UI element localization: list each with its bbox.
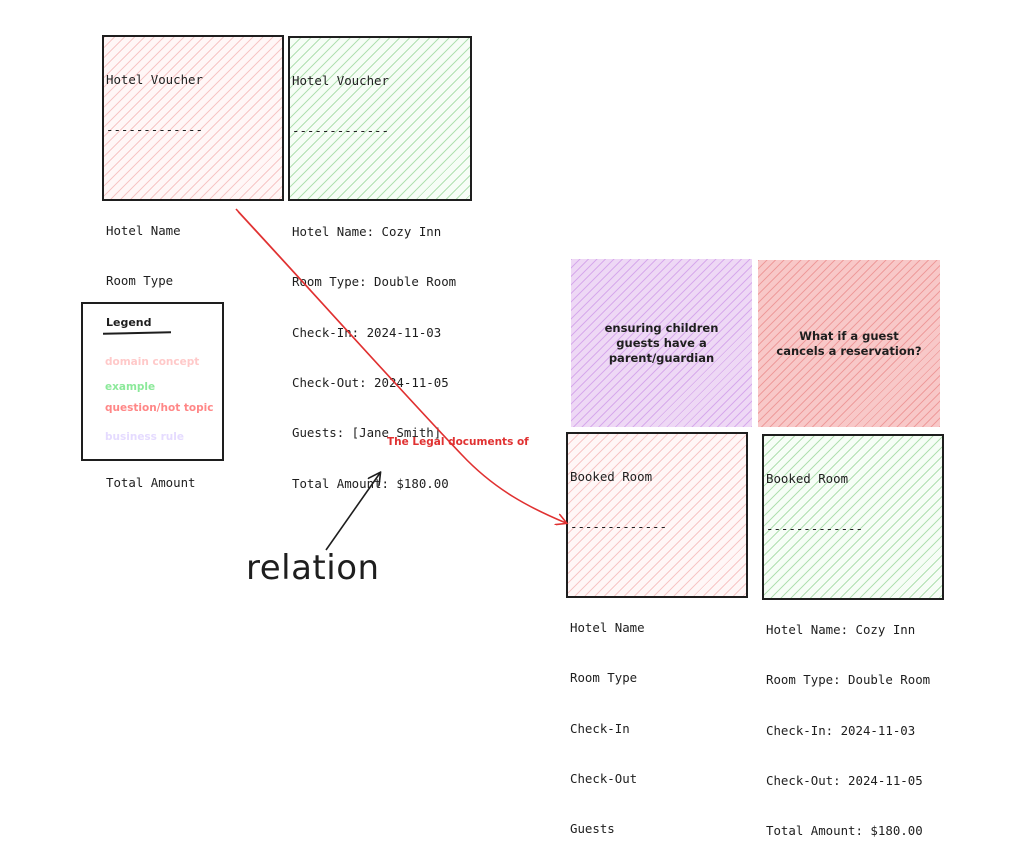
card-line: Check-In <box>570 720 630 736</box>
booked-room-example-card[interactable]: Booked Room ------------- Hotel Name: Co… <box>762 434 944 838</box>
card-line: Hotel Name: Cozy Inn <box>292 223 442 239</box>
card-line <box>292 173 468 190</box>
card-line: Room Type <box>106 273 174 289</box>
booked-room-concept-card[interactable]: Booked Room ------------- Hotel Name Roo… <box>566 432 748 836</box>
card-line: Check-Out: 2024-11-05 <box>292 374 449 390</box>
legend-item-question: question/hot topic <box>105 402 214 414</box>
card-line: ------------- <box>766 520 863 536</box>
card-line: Hotel Name <box>106 222 181 238</box>
card-line: Check-Out: 2024-11-05 <box>766 772 923 788</box>
card-line <box>766 571 940 588</box>
legend-underline <box>102 331 172 335</box>
card-line: Total Amount <box>106 474 196 490</box>
edge-label: The Legal documents of <box>387 436 529 448</box>
relation-label: relation <box>246 548 380 588</box>
card-line <box>106 172 280 189</box>
card-line: Guests <box>570 821 615 837</box>
card-line: Room Type <box>570 670 638 686</box>
card-line: Check-In: 2024-11-03 <box>766 722 916 738</box>
legend-item-domain-concept: domain concept <box>105 356 200 368</box>
card-line: Total Amount: $180.00 <box>292 475 449 491</box>
card-line <box>570 569 744 586</box>
hotel-voucher-example-card[interactable]: Hotel Voucher ------------- Hotel Name: … <box>288 36 472 491</box>
card-line: ------------- <box>106 121 203 137</box>
card-line: Room Type: Double Room <box>766 672 931 688</box>
question-text: What if a guest cancels a reservation? <box>776 328 922 358</box>
card-line: ------------- <box>570 518 667 534</box>
legend-item-example: example <box>105 381 156 393</box>
legend-title: Legend <box>106 316 152 329</box>
card-line: Room Type: Double Room <box>292 274 457 290</box>
business-rule-text: ensuring children guests have a parent/g… <box>604 320 719 365</box>
business-rule-note[interactable]: ensuring children guests have a parent/g… <box>571 259 752 427</box>
legend-item-business-rule: business rule <box>105 431 184 443</box>
card-line: Hotel Name <box>570 619 645 635</box>
card-line: Check-Out <box>570 770 638 786</box>
hotel-voucher-concept-card[interactable]: Hotel Voucher ------------- Hotel Name R… <box>102 35 284 490</box>
legend-box: Legend domain concept example question/h… <box>81 302 224 461</box>
card-line: ------------- <box>292 122 389 138</box>
card-line: Hotel Name: Cozy Inn <box>766 621 916 637</box>
card-line: Total Amount: $180.00 <box>766 823 923 839</box>
question-note[interactable]: What if a guest cancels a reservation? <box>758 260 940 427</box>
card-line: Booked Room <box>766 470 849 486</box>
card-line: Hotel Voucher <box>106 71 203 87</box>
card-line: Check-In: 2024-11-03 <box>292 324 442 340</box>
card-line: Hotel Voucher <box>292 72 389 88</box>
card-line: Booked Room <box>570 468 653 484</box>
